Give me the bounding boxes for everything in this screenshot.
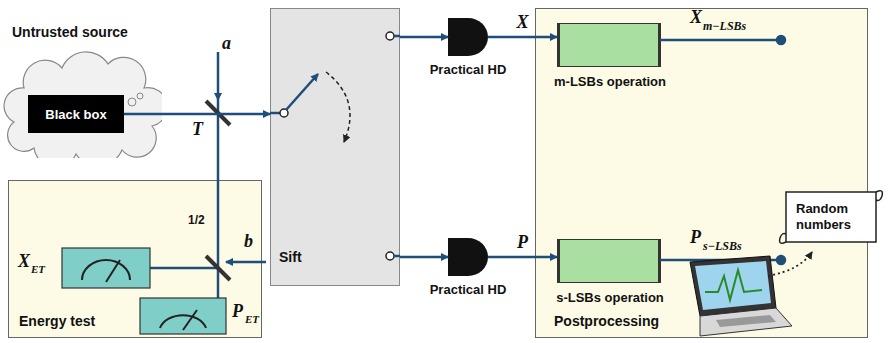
signal-connector (488, 36, 557, 39)
homodyne-detector: Practical HD (448, 18, 488, 56)
sift-switch: Sift (270, 8, 400, 286)
laptop-illustration (695, 261, 771, 310)
cloud-source: Untrusted sourceBlack box (0, 50, 162, 158)
beam-splitter (206, 101, 230, 280)
subscript-label: ET (245, 314, 259, 325)
shape-outline (786, 192, 876, 242)
node-label: Untrusted source (12, 24, 128, 40)
signal-connector (400, 36, 448, 39)
switch-symbol (394, 35, 400, 38)
switch-symbol (270, 32, 400, 260)
laptop-illustration (705, 270, 762, 300)
beam-lines (150, 52, 266, 298)
switch-symbol (270, 112, 280, 115)
meter-symbol (82, 260, 130, 280)
lsb-operation-box: s-LSBs operation (557, 239, 661, 283)
laptop-illustration (700, 308, 792, 336)
signal-connector (124, 113, 270, 116)
subscript-label: s−LSBs (703, 240, 742, 252)
shape-outline (448, 238, 488, 276)
symbol-label: X (690, 8, 702, 26)
node-label: Practical HD (430, 62, 507, 77)
symbol-label: 1/2 (188, 214, 205, 226)
switch-symbol (326, 72, 350, 142)
symbol-label: X (18, 252, 30, 270)
switch-symbol (386, 252, 394, 260)
meter-symbol (62, 248, 150, 288)
beam-lines (217, 268, 220, 298)
meter-symbol (183, 310, 197, 330)
output-terminal (777, 256, 785, 264)
shape-outline (448, 18, 488, 56)
shape-outline (780, 234, 786, 244)
output-terminal (660, 39, 780, 42)
meter-symbol (140, 298, 226, 334)
laptop-illustration (768, 252, 812, 276)
signal-connector (400, 256, 448, 259)
homodyne-detector: Practical HD (448, 238, 488, 276)
symbol-label: b (244, 232, 253, 250)
symbol-label: P (690, 228, 701, 246)
node-label: Postprocessing (554, 313, 659, 329)
shape-outline (128, 98, 136, 106)
random-numbers-scroll: Random numbers (778, 186, 884, 248)
meter-symbol (106, 260, 120, 282)
laptop-illustration (690, 256, 776, 316)
laptop-illustration (690, 252, 812, 336)
shape-outline (876, 191, 882, 201)
edge-label: X (516, 13, 528, 31)
edge-label: P (517, 233, 528, 251)
shape-outline (4, 52, 162, 158)
laptop-illustration (716, 315, 776, 327)
switch-symbol (386, 32, 394, 40)
black-box: Black box (28, 95, 124, 133)
node-label: Energy test (19, 313, 95, 329)
node-label: Sift (279, 249, 302, 265)
shape-outline (137, 93, 143, 99)
beam-lines (150, 267, 218, 270)
switch-symbol (286, 74, 318, 110)
beam-lines (226, 261, 266, 264)
lsb-operation-box: m-LSBs operation (557, 23, 661, 67)
node-label: s-LSBs operation (556, 290, 664, 305)
node-label: Black box (45, 107, 106, 122)
output-terminal (660, 36, 785, 264)
beam-lines (217, 52, 220, 100)
output-terminal (777, 36, 785, 44)
meter-symbol (62, 248, 226, 334)
subscript-label: ET (31, 264, 45, 275)
symbol-label: a (222, 34, 231, 52)
switch-symbol (394, 255, 400, 258)
beam-lines (217, 100, 220, 268)
node-label: Random numbers (796, 201, 866, 232)
beam-splitter (206, 256, 230, 280)
node-label: Practical HD (430, 282, 507, 297)
meter-symbol (160, 315, 206, 328)
shape-outline (448, 238, 488, 276)
shape-outline (448, 18, 488, 56)
symbol-label: T (192, 120, 203, 138)
symbol-label: P (232, 302, 243, 320)
node-label: m-LSBs operation (554, 74, 666, 89)
signal-connector (488, 256, 557, 259)
subscript-label: m−LSBs (703, 20, 746, 32)
